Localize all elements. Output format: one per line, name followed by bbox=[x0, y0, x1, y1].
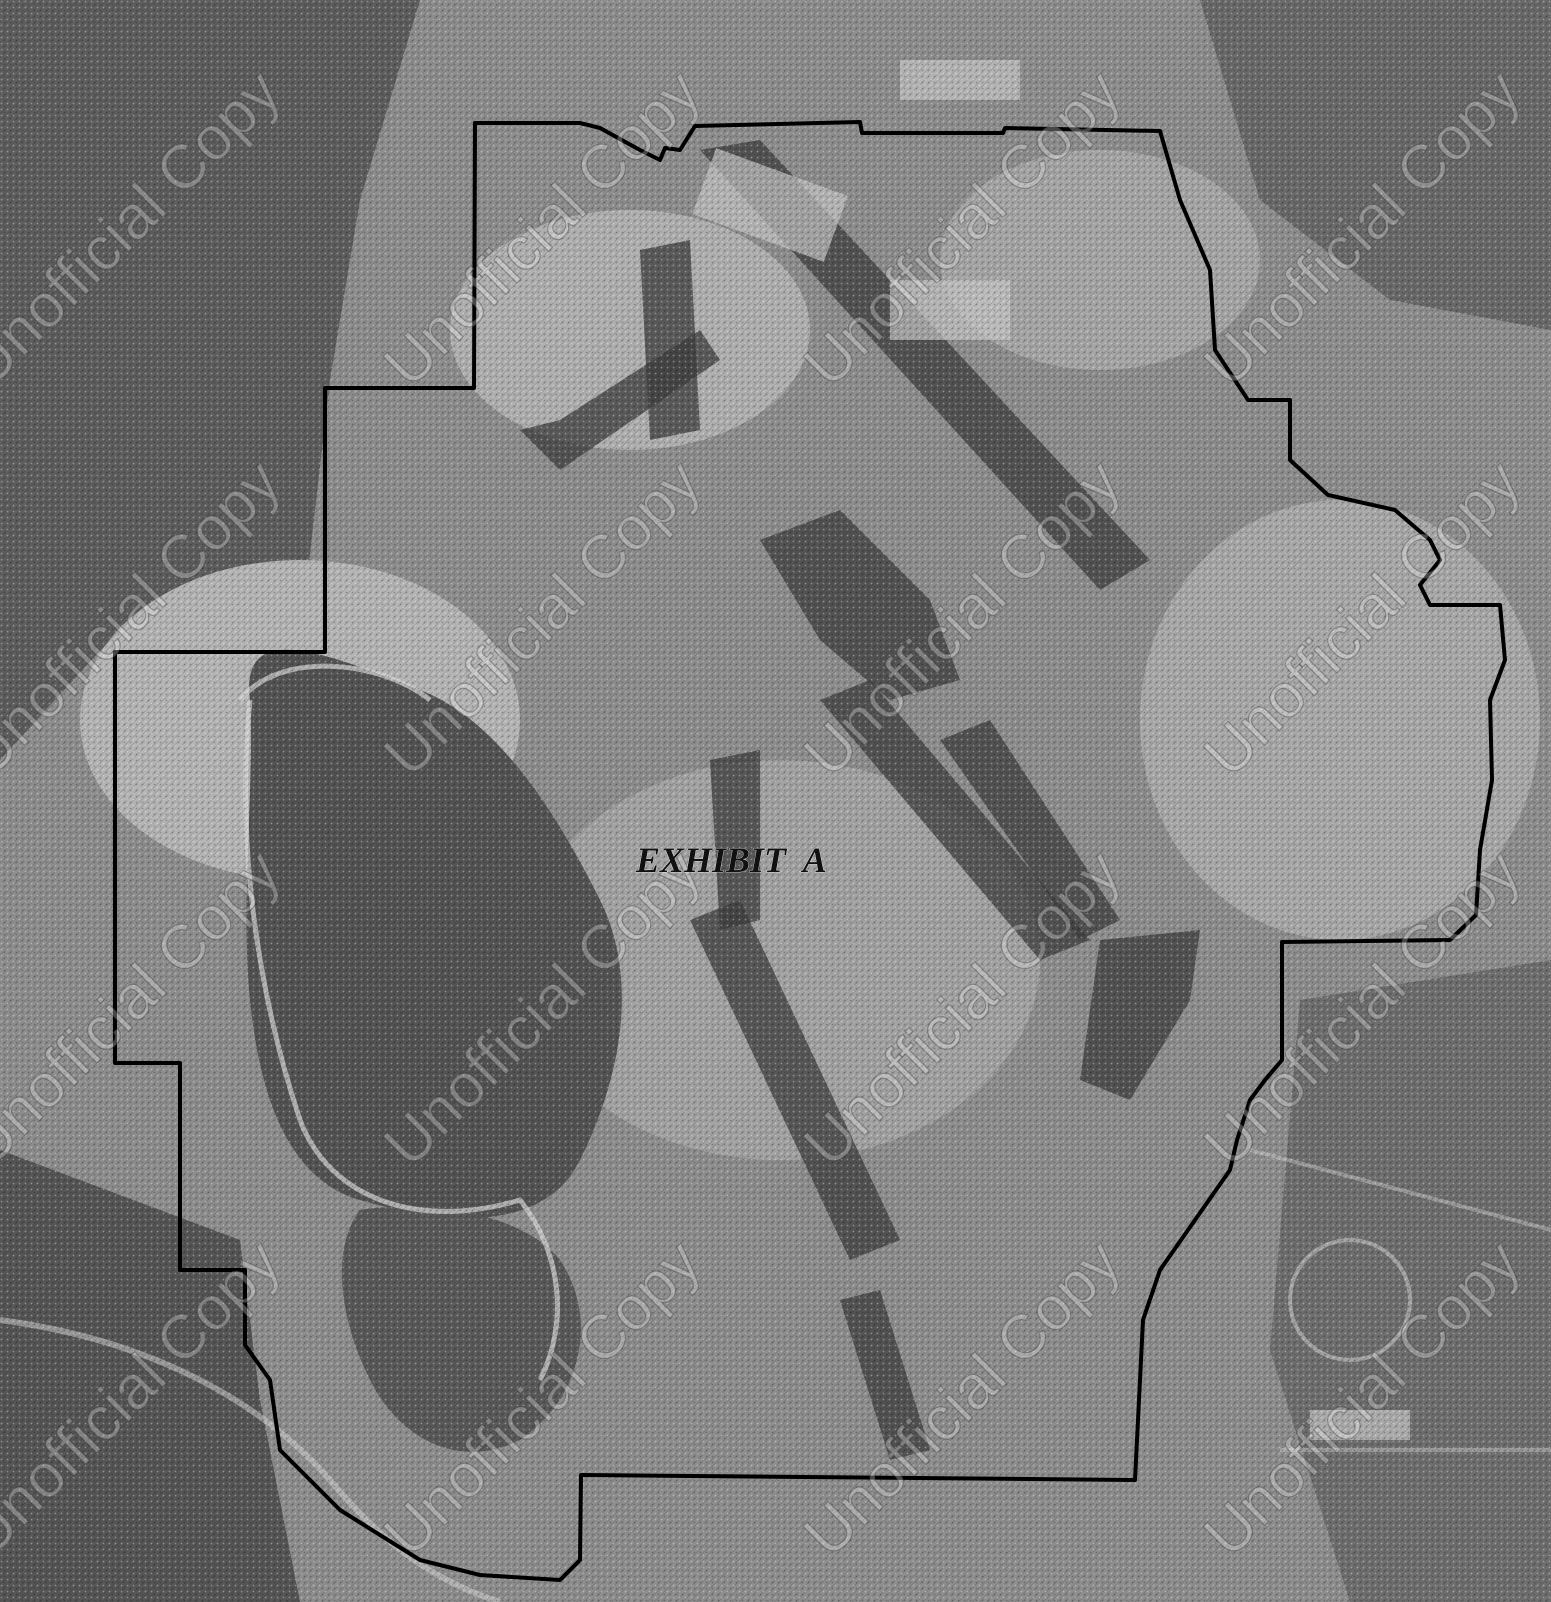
property-boundary bbox=[113, 120, 1507, 1582]
exhibit-label: EXHIBIT A bbox=[635, 840, 827, 880]
